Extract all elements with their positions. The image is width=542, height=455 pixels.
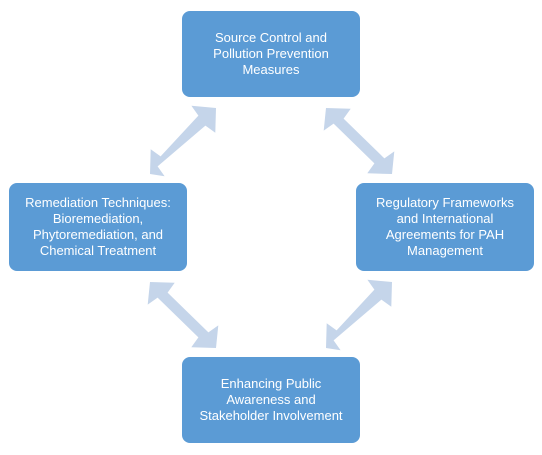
node-remediation-techniques-label: Remediation Techniques: Bioremediation, … <box>25 195 171 258</box>
arrow-bottom-left <box>147 282 219 348</box>
arrow-top-left <box>150 105 216 177</box>
node-source-control-label: Source Control and Pollution Prevention … <box>213 30 329 77</box>
node-public-awareness-label: Enhancing Public Awareness and Stakehold… <box>199 376 343 423</box>
node-public-awareness: Enhancing Public Awareness and Stakehold… <box>182 357 360 443</box>
arrow-bottom-right <box>326 279 392 351</box>
node-regulatory-frameworks: Regulatory Frameworks and International … <box>356 183 534 271</box>
node-regulatory-frameworks-label: Regulatory Frameworks and International … <box>376 195 514 258</box>
node-remediation-techniques: Remediation Techniques: Bioremediation, … <box>9 183 187 271</box>
arrow-top-right <box>323 108 395 174</box>
node-source-control: Source Control and Pollution Prevention … <box>182 11 360 97</box>
